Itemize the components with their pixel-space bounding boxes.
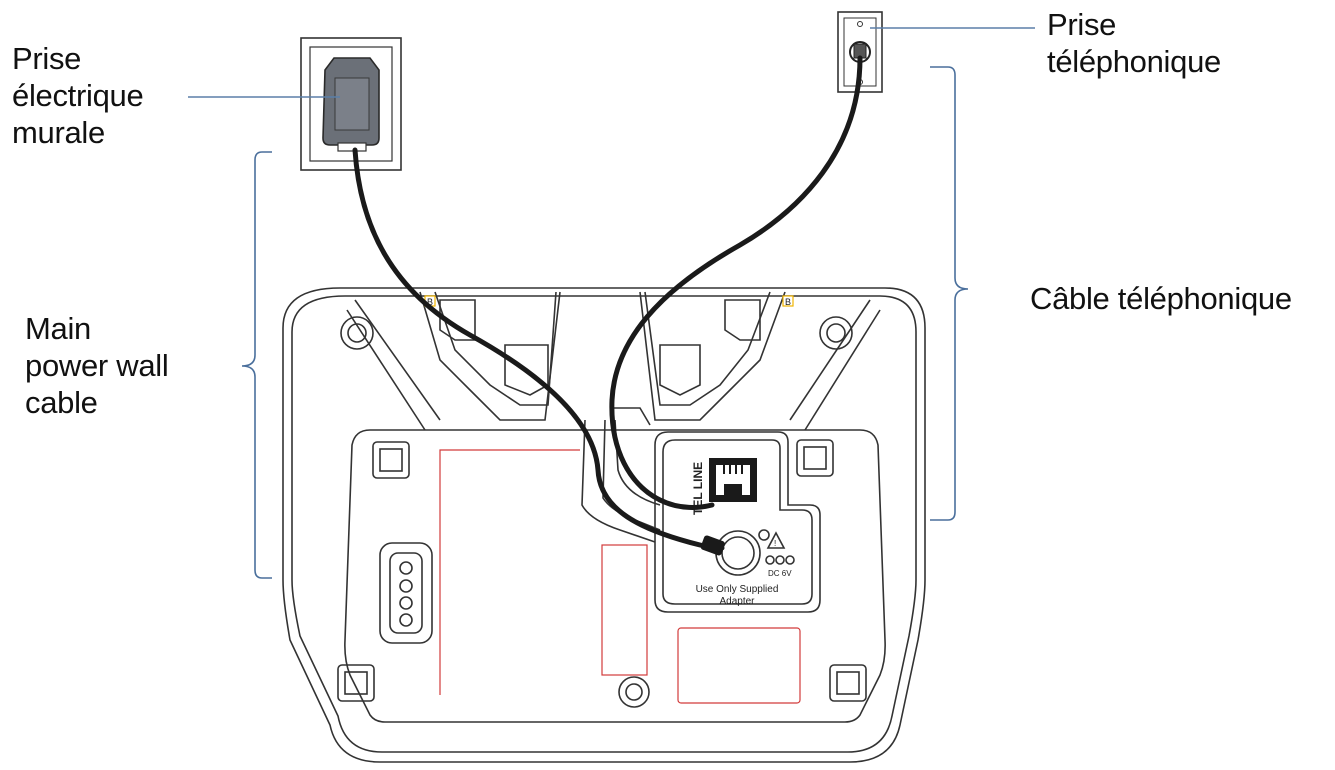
- connector-panel: [654, 431, 821, 613]
- screw-hole-bottom-inner: [625, 683, 643, 701]
- rib-right-2: [804, 309, 881, 431]
- tel-line-jack: TEL LINE: [691, 458, 757, 515]
- label-power-cable-line3: cable: [25, 385, 98, 420]
- base-inner-rim: [291, 295, 917, 753]
- power-adapter-plug-base: [337, 142, 367, 152]
- bracket-power-cable: [241, 151, 272, 579]
- base-unit: [282, 287, 926, 763]
- label-boxes: [439, 449, 801, 704]
- screw-hole-top-left-inner: [347, 323, 367, 343]
- label-power-cable-line1: Main: [25, 311, 91, 346]
- label-box-bottom: [677, 627, 801, 704]
- phone-wall-jack: [837, 11, 883, 93]
- label-box-large: [439, 449, 580, 695]
- charging-contacts-inner: [389, 552, 423, 634]
- tel-line-pins: [723, 465, 743, 474]
- tel-line-latch: [724, 484, 742, 495]
- label-phone-cable-line1: Câble téléphonique: [1030, 281, 1292, 316]
- rib-right: [789, 299, 871, 421]
- dc-indicator-hole: [758, 529, 770, 541]
- contact-4: [399, 613, 413, 627]
- power-adapter-face: [334, 77, 370, 131]
- battery-mark-right-box: [782, 295, 794, 307]
- battery-mark-left: B: [427, 297, 433, 307]
- foot-top-right: [796, 439, 834, 477]
- dc-jack: [715, 529, 795, 576]
- cable-channel: [581, 419, 661, 543]
- bracket-phone-cable: [930, 66, 969, 521]
- contact-1: [399, 561, 413, 575]
- contact-2: [399, 579, 413, 593]
- label-power-cable-line2: power wall: [25, 348, 169, 383]
- connector-panel-inner: [662, 439, 813, 605]
- dc-jack-ring: [721, 536, 755, 570]
- foot-top-left-inner: [379, 448, 403, 472]
- label-power-cable: Main power wall cable: [25, 310, 169, 421]
- label-wall-outlet-line1: Prise: [12, 41, 82, 76]
- base-outer-shell: [282, 287, 926, 763]
- tel-line-text: TEL LINE: [691, 462, 705, 515]
- contact-3: [399, 596, 413, 610]
- polarity-plus: [785, 555, 795, 565]
- screw-hole-top-right-inner: [826, 323, 846, 343]
- phone-jack-screw-top: [857, 21, 863, 27]
- rib-left-2: [346, 309, 426, 431]
- label-box-small: [601, 544, 648, 676]
- cradle-left: [419, 291, 561, 421]
- label-wall-outlet-line2: électrique: [12, 78, 144, 113]
- warning-triangle: [766, 531, 786, 549]
- screw-hole-top-left: [340, 316, 374, 350]
- foot-bottom-right-inner: [836, 671, 860, 695]
- label-phone-jack-line1: Prise: [1047, 7, 1117, 42]
- cables: [352, 55, 863, 551]
- cradle-left-hook: [439, 299, 549, 396]
- label-phone-jack-line2: téléphonique: [1047, 44, 1221, 79]
- rib-left: [354, 299, 441, 421]
- adapter-note-line2: Adapter: [719, 596, 755, 607]
- label-phone-cable: Câble téléphonique: [1030, 280, 1292, 317]
- cable-channel-2: [612, 407, 661, 506]
- foot-bottom-left-inner: [344, 671, 368, 695]
- cradle-right-inner: [644, 291, 771, 406]
- cradle-right-hook: [659, 299, 761, 396]
- cradle-right: [639, 291, 786, 421]
- battery-mark-right: B: [785, 297, 791, 307]
- screw-hole-top-right: [819, 316, 853, 350]
- base-inner-panel: [344, 429, 886, 723]
- label-phone-jack: Prise téléphonique: [1047, 6, 1221, 80]
- foot-top-right-inner: [803, 446, 827, 470]
- dc-text: DC 6V: [768, 569, 792, 578]
- label-wall-outlet-line3: murale: [12, 115, 105, 150]
- adapter-note-line1: Use Only Supplied: [696, 584, 779, 595]
- phone-cable: [609, 55, 863, 510]
- charging-contacts: [379, 542, 433, 644]
- polarity-center: [775, 555, 785, 565]
- power-cable: [352, 147, 725, 551]
- foot-top-left: [372, 441, 410, 479]
- wall-outlet: [300, 37, 402, 171]
- polarity-minus: [765, 555, 775, 565]
- wall-outlet-plate-inner: [309, 46, 393, 162]
- foot-bottom-left: [337, 664, 375, 702]
- screw-hole-bottom: [618, 676, 650, 708]
- dc-plug-head: [700, 535, 725, 556]
- foot-bottom-right: [829, 664, 867, 702]
- warning-mark: !: [774, 539, 776, 548]
- label-wall-outlet: Prise électrique murale: [12, 40, 144, 151]
